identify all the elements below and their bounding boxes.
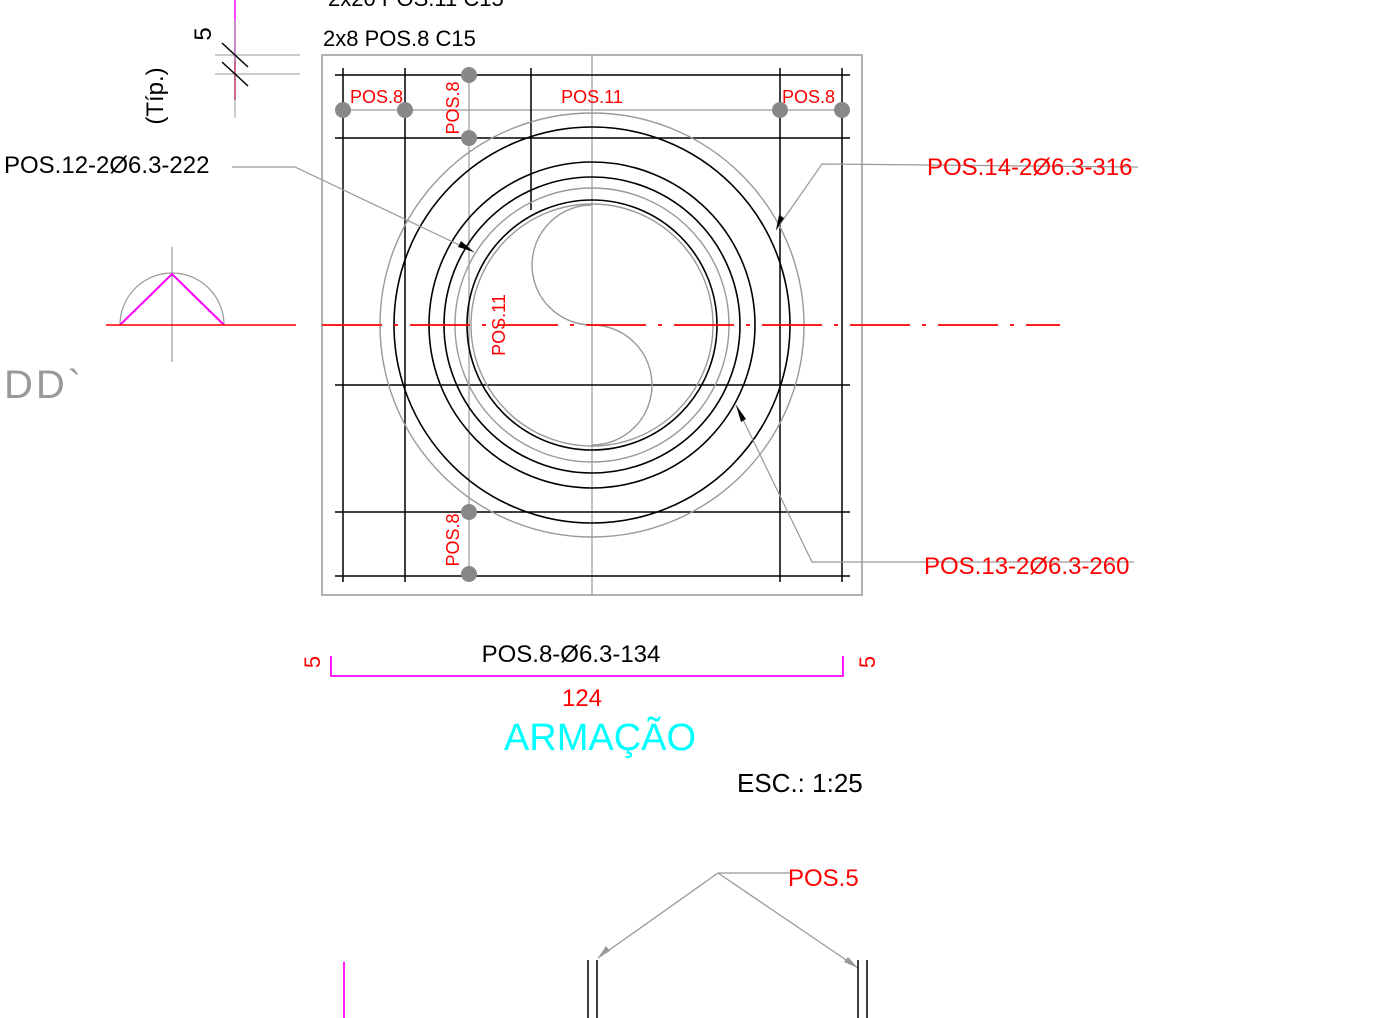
- section-mark: DD`: [4, 363, 84, 407]
- typical-label: (Típ.): [142, 67, 169, 124]
- plan-view: [321, 54, 1060, 596]
- bottom-detail: [343, 872, 868, 1018]
- typical-dimension: [215, 0, 300, 118]
- drawing-title: ARMAÇÃO: [504, 716, 696, 759]
- pos8-right-label: POS.8: [782, 87, 835, 107]
- pos8-left-label: POS.8: [350, 87, 403, 107]
- pos12-label: POS.12-2Ø6.3-222: [4, 152, 209, 179]
- pos14-label: POS.14-2Ø6.3-316: [927, 154, 1132, 181]
- bar-label: POS.8-Ø6.3-134: [482, 641, 661, 668]
- leaders: [232, 163, 1139, 563]
- bar-right-dimension: 5: [855, 656, 880, 668]
- pos5-label: POS.5: [788, 865, 859, 892]
- top-row-label: 2x8 POS.8 C15: [323, 26, 476, 51]
- bar-length: 124: [562, 685, 602, 712]
- pos13-label: POS.13-2Ø6.3-260: [924, 553, 1129, 580]
- pos8-vertical-top-label: POS.8: [443, 81, 463, 134]
- pos8-vertical-bottom-label: POS.8: [443, 513, 463, 566]
- bar-detail: [330, 656, 844, 677]
- top-partial-label: 2x20 POS.11 C15: [328, 0, 504, 11]
- section-symbol: [106, 247, 296, 362]
- pos11-top-label: POS.11: [561, 87, 623, 107]
- bar-left-dimension: 5: [300, 656, 325, 668]
- pos11-vertical-label: POS.11: [489, 294, 509, 356]
- scale-label: ESC.: 1:25: [737, 768, 863, 798]
- dimension-5-top: 5: [190, 27, 217, 40]
